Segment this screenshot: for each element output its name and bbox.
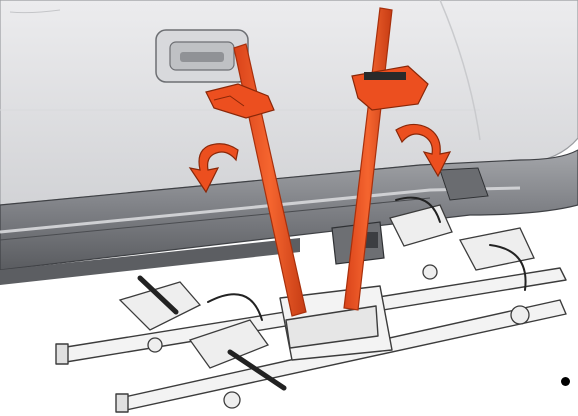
tailgate-handle — [155, 29, 249, 83]
rotate-arrow-right-icon — [395, 123, 452, 178]
left-upright-arm — [205, 43, 307, 317]
rotate-arrow-left-icon — [188, 143, 239, 194]
page-indicator-dot — [561, 377, 570, 386]
rack-frame — [55, 267, 567, 413]
right-upright-arm — [343, 7, 429, 311]
rear-bumper — [0, 149, 578, 285]
wheel-straps — [137, 196, 527, 391]
